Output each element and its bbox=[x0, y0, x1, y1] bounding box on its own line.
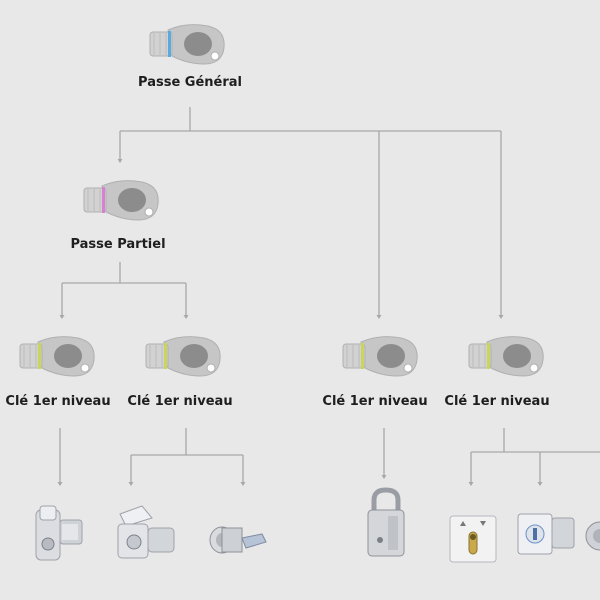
partial-key-icon bbox=[83, 180, 159, 221]
connector-arrow bbox=[376, 315, 382, 319]
level1-key-label-1: Clé 1er niveau bbox=[5, 394, 111, 409]
round-cylinder-lock-icon bbox=[585, 521, 600, 551]
level1-key-label-3: Clé 1er niveau bbox=[322, 394, 428, 409]
key-switch-plate-icon bbox=[449, 515, 497, 563]
connector-arrow bbox=[468, 482, 474, 486]
cam-latch-lock-icon bbox=[35, 505, 83, 561]
tubular-cam-lock-icon bbox=[209, 526, 267, 554]
partial-key-label: Passe Partiel bbox=[70, 237, 166, 252]
padlock-icon bbox=[367, 487, 405, 557]
level1-key-icon-4 bbox=[468, 336, 544, 377]
connector-arrow bbox=[117, 159, 123, 163]
connector-arrow bbox=[57, 482, 63, 486]
level1-key-icon-3 bbox=[342, 336, 418, 377]
connector-arrow bbox=[59, 315, 65, 319]
connector-arrow bbox=[183, 315, 189, 319]
master-key-icon bbox=[149, 24, 225, 65]
level1-key-label-2: Clé 1er niveau bbox=[127, 394, 233, 409]
connector-arrow bbox=[240, 482, 246, 486]
level1-key-icon-2 bbox=[145, 336, 221, 377]
level1-key-icon-1 bbox=[19, 336, 95, 377]
master-key-label: Passe Général bbox=[138, 75, 242, 90]
square-cylinder-lock-icon bbox=[517, 513, 575, 555]
cylinder-cam-lock-icon bbox=[117, 505, 175, 559]
connector-arrow bbox=[537, 482, 543, 486]
connector-arrow bbox=[498, 315, 504, 319]
connector-arrow bbox=[381, 475, 387, 479]
level1-key-label-4: Clé 1er niveau bbox=[444, 394, 550, 409]
connector-arrow bbox=[128, 482, 134, 486]
